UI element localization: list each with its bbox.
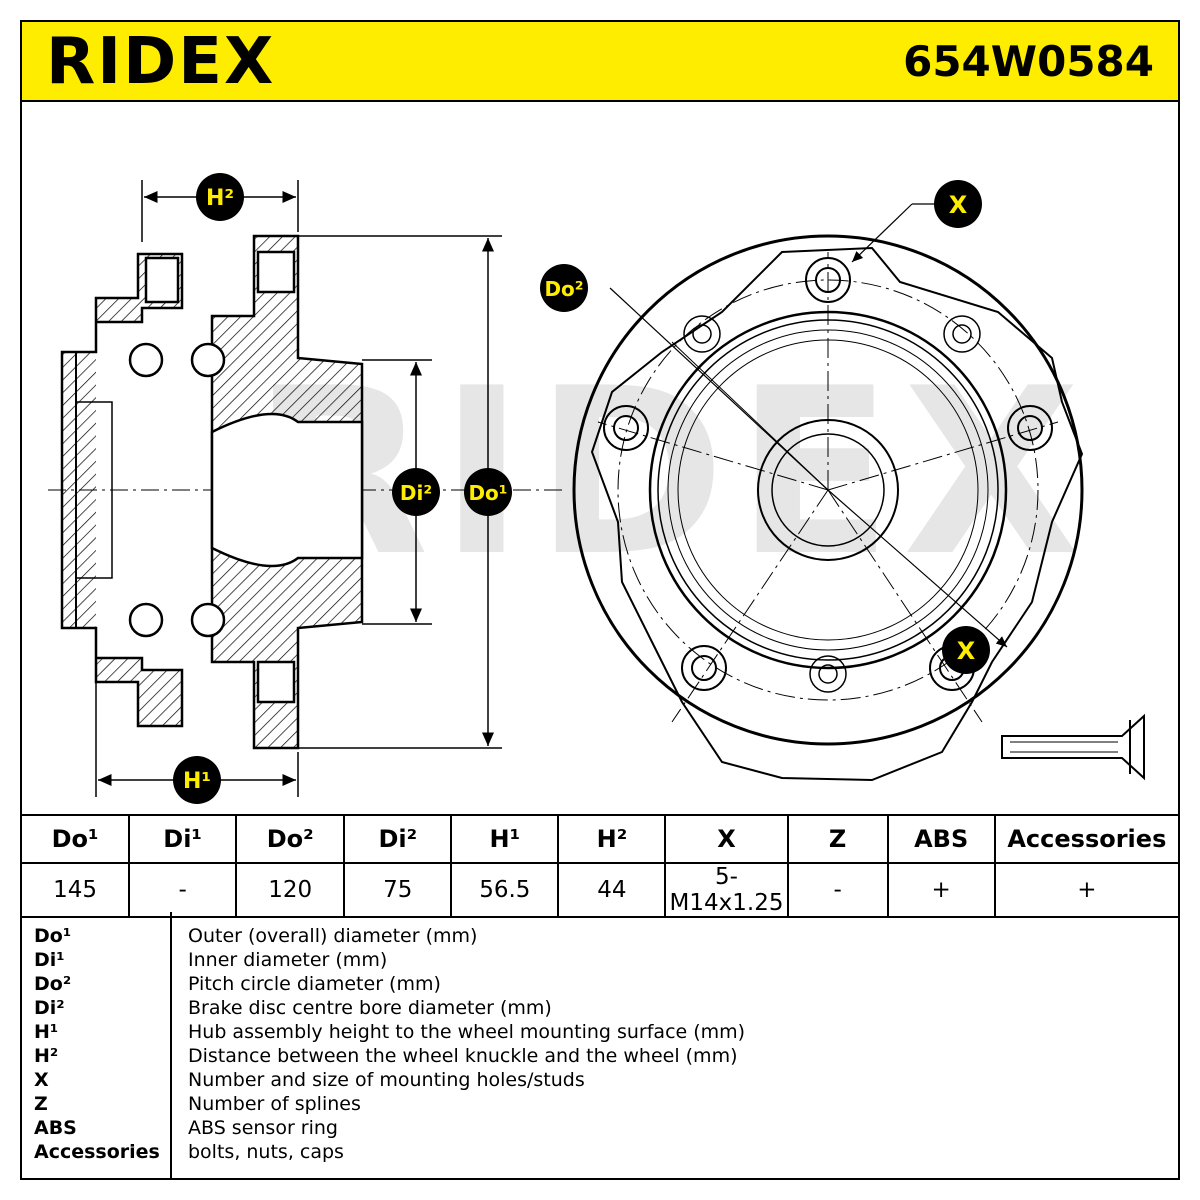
value-di2: 75 (343, 862, 453, 918)
label-x: X (934, 180, 982, 228)
value-do2: 120 (235, 862, 346, 918)
value-abs: + (886, 862, 996, 918)
legend-key: Accessories (34, 1141, 160, 1163)
value-accessories: + (993, 862, 1178, 918)
watermark: RIDEX (252, 340, 1090, 607)
col-header-x: X (664, 814, 789, 864)
spec-value-row: 145 - 120 75 56.5 44 5-M14x1.25 - + + (22, 862, 1178, 918)
col-header-z: Z (786, 814, 889, 864)
label-do2-text: Do² (544, 277, 583, 301)
value-h1: 56.5 (450, 862, 560, 918)
label-do1: Do¹ (464, 468, 512, 516)
legend-row: Z Number of splines (22, 1092, 1178, 1116)
hub-front-view (572, 203, 1084, 782)
datasheet: RIDEX 654W0584 RIDEX (20, 20, 1180, 1180)
hub-cross-section (48, 234, 562, 750)
label-do2: Do² (540, 264, 588, 312)
label-x-lower-text: X (957, 637, 976, 665)
col-header-di1: Di¹ (128, 814, 238, 864)
legend-desc: Pitch circle diameter (mm) (188, 973, 441, 995)
bolt-accessory (1001, 713, 1145, 781)
col-header-do1: Do¹ (22, 814, 131, 864)
part-number: 654W0584 (903, 37, 1154, 86)
spec-header-row: Do¹ Di¹ Do² Di² H¹ H² X Z ABS Accessorie… (22, 814, 1178, 864)
legend-row: Do² Pitch circle diameter (mm) (22, 972, 1178, 996)
header-bar: RIDEX 654W0584 (22, 22, 1178, 102)
legend-desc: ABS sensor ring (188, 1117, 338, 1139)
legend-row: H² Distance between the wheel knuckle an… (22, 1044, 1178, 1068)
value-z: - (786, 862, 889, 918)
legend-key: H¹ (34, 1021, 59, 1043)
legend-desc: Inner diameter (mm) (188, 949, 388, 971)
col-header-abs: ABS (886, 814, 996, 864)
legend-row: X Number and size of mounting holes/stud… (22, 1068, 1178, 1092)
legend-desc: Hub assembly height to the wheel mountin… (188, 1021, 746, 1043)
label-do1-text: Do¹ (468, 481, 507, 505)
label-h1-text: H¹ (183, 769, 211, 794)
legend-row: Di¹ Inner diameter (mm) (22, 948, 1178, 972)
legend-key: Do¹ (34, 925, 72, 947)
legend-desc: Outer (overall) diameter (mm) (188, 925, 478, 947)
col-header-di2: Di² (343, 814, 453, 864)
label-x-lower: X (942, 626, 990, 674)
legend-key: H² (34, 1045, 59, 1067)
legend-desc: Brake disc centre bore diameter (mm) (188, 997, 552, 1019)
label-di2-text: Di² (400, 481, 432, 505)
col-header-h2: H² (557, 814, 667, 864)
legend-row: Accessories bolts, nuts, caps (22, 1140, 1178, 1164)
legend-desc: Distance between the wheel knuckle and t… (188, 1045, 738, 1067)
legend-desc: bolts, nuts, caps (188, 1141, 344, 1163)
value-h2: 44 (557, 862, 667, 918)
legend-desc: Number and size of mounting holes/studs (188, 1069, 585, 1091)
legend-row: ABS ABS sensor ring (22, 1116, 1178, 1140)
legend-key: Di¹ (34, 949, 65, 971)
label-x-text: X (949, 191, 968, 219)
legend-row: Di² Brake disc centre bore diameter (mm) (22, 996, 1178, 1020)
label-h2: H² (196, 173, 244, 221)
legend-row: Do¹ Outer (overall) diameter (mm) (22, 924, 1178, 948)
legend-key: Z (34, 1093, 48, 1115)
legend-key: Di² (34, 997, 65, 1019)
legend-key: ABS (34, 1117, 77, 1139)
legend-row: H¹ Hub assembly height to the wheel moun… (22, 1020, 1178, 1044)
technical-drawing: RIDEX (22, 102, 1178, 814)
value-x: 5-M14x1.25 (664, 862, 789, 918)
label-h2-text: H² (206, 186, 234, 211)
legend-key: Do² (34, 973, 72, 995)
col-header-do2: Do² (235, 814, 346, 864)
brand-logo: RIDEX (46, 25, 276, 99)
legend: Do¹ Outer (overall) diameter (mm) Di¹ In… (22, 912, 1178, 1178)
label-h1: H¹ (173, 756, 221, 804)
col-header-accessories: Accessories (993, 814, 1178, 864)
value-di1: - (128, 862, 238, 918)
spec-table: Do¹ Di¹ Do² Di² H¹ H² X Z ABS Accessorie… (22, 814, 1178, 918)
col-header-h1: H¹ (450, 814, 560, 864)
legend-desc: Number of splines (188, 1093, 361, 1115)
label-di2: Di² (392, 468, 440, 516)
value-do1: 145 (22, 862, 131, 918)
legend-key: X (34, 1069, 49, 1091)
legend-divider (170, 912, 172, 1178)
